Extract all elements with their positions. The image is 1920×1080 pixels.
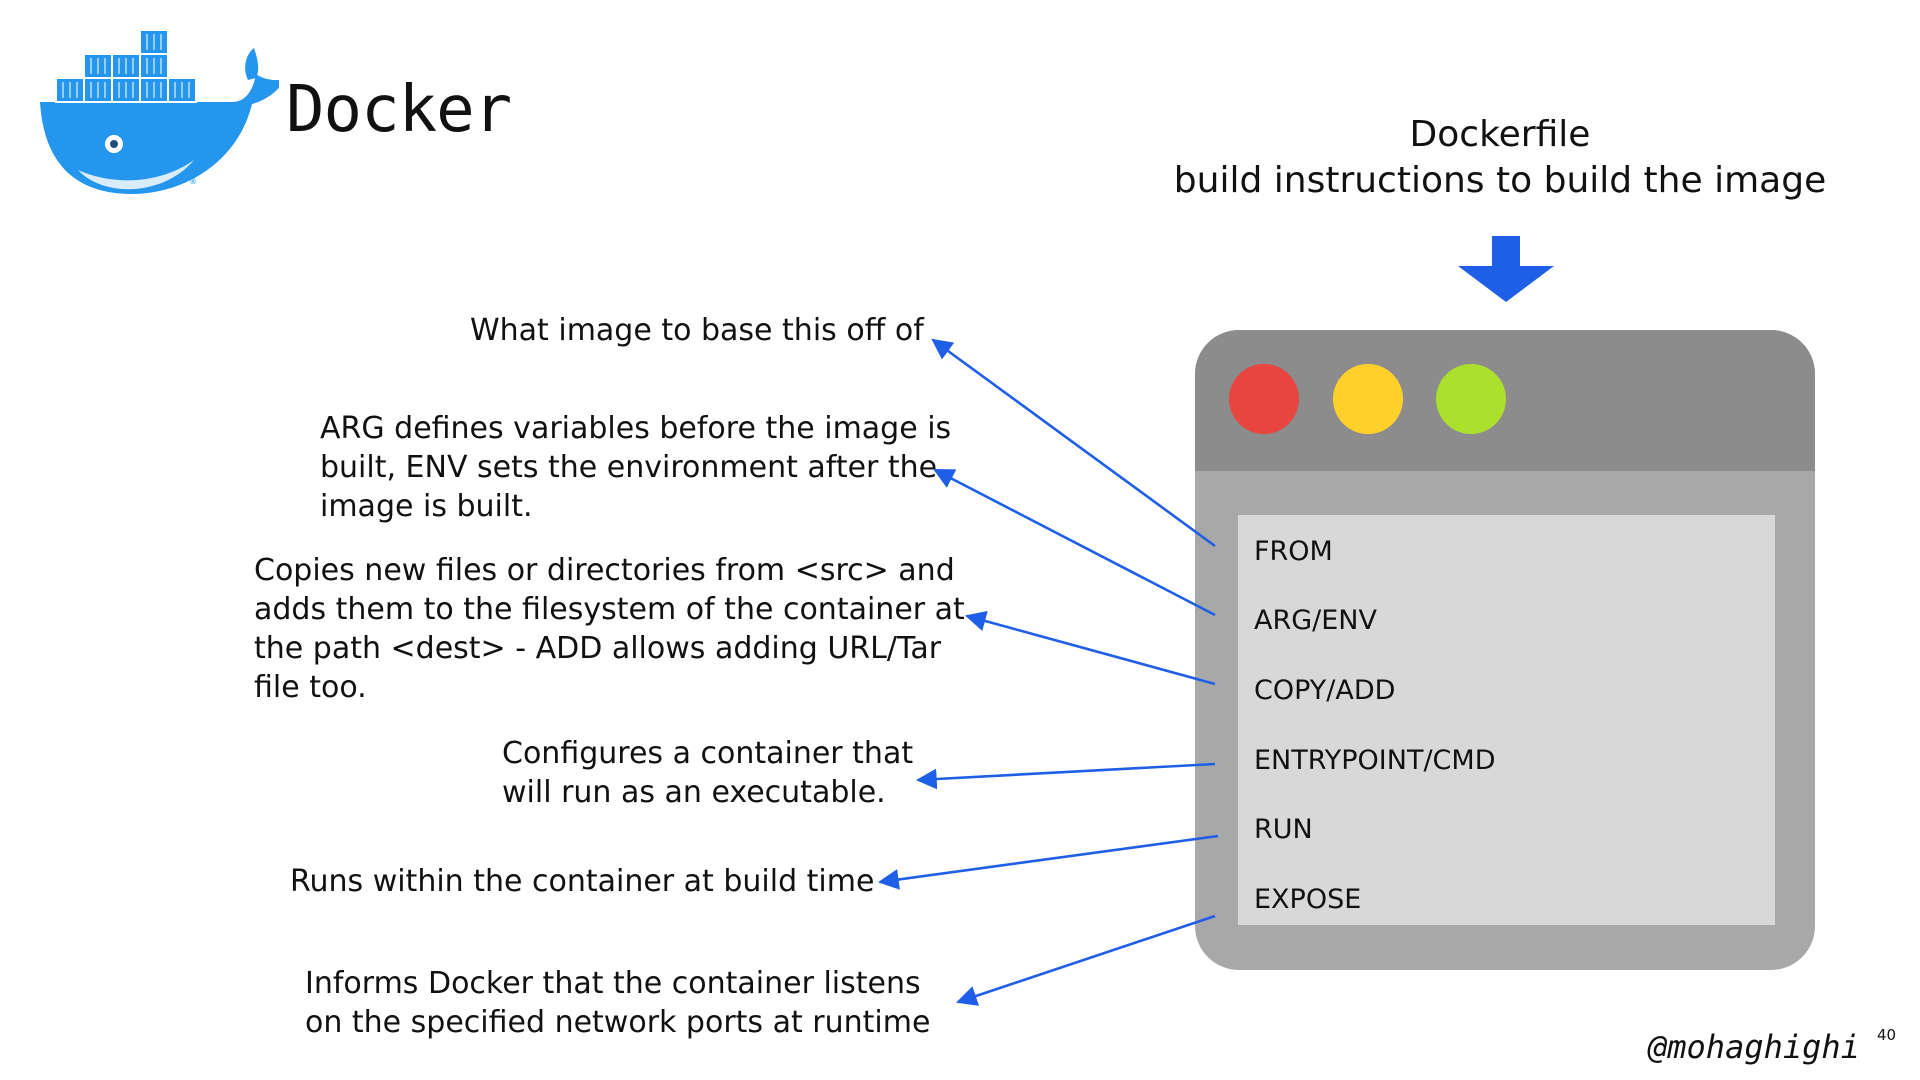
instruction-from: FROM [1254, 536, 1333, 567]
close-dot-icon [1229, 364, 1299, 434]
note-run: Runs within the container at build time [290, 862, 874, 901]
arrow-arg-env [933, 468, 1216, 617]
dockerfile-title: Dockerfile [1409, 114, 1591, 155]
instruction-entrypoint-cmd: ENTRYPOINT/CMD [1254, 745, 1496, 776]
instruction-copy-add: COPY/ADD [1254, 675, 1396, 706]
dockerfile-content: FROM ARG/ENV COPY/ADD ENTRYPOINT/CMD RUN… [1238, 515, 1775, 925]
instruction-arg-env: ARG/ENV [1254, 605, 1377, 636]
docker-whale-icon: ® [40, 29, 279, 194]
note-line: Configures a container that [502, 736, 914, 771]
note-line: What image to base this off of [470, 313, 924, 348]
note-line: file too. [254, 670, 367, 705]
arrow-run [877, 834, 1219, 890]
note-copy-add: Copies new files or directories from <sr… [254, 551, 965, 707]
arrow-down-icon [1458, 236, 1554, 302]
note-line: built, ENV sets the environment after th… [320, 450, 938, 485]
author-handle: @mohaghighi [1648, 1028, 1860, 1066]
page-number: 40 [1877, 1026, 1897, 1044]
note-line: image is built. [320, 489, 533, 524]
dockerfile-heading: Dockerfile build instructions to build t… [1170, 112, 1830, 204]
note-line: the path <dest> - ADD allows adding URL/… [254, 631, 942, 666]
note-arg-env: ARG defines variables before the image i… [320, 409, 951, 526]
dockerfile-subtitle: build instructions to build the image [1173, 160, 1827, 201]
note-line: Copies new files or directories from <sr… [254, 553, 955, 588]
note-line: Runs within the container at build time [290, 864, 875, 899]
instruction-run: RUN [1254, 814, 1313, 845]
note-line: ARG defines variables before the image i… [320, 411, 952, 446]
note-line: on the specified network ports at runtim… [305, 1005, 931, 1040]
svg-text:®: ® [189, 177, 197, 186]
note-from: What image to base this off of [470, 311, 924, 350]
arrow-expose [956, 914, 1216, 1006]
instruction-expose: EXPOSE [1254, 884, 1362, 915]
window-titlebar [1195, 330, 1815, 471]
note-expose: Informs Docker that the container listen… [305, 964, 930, 1042]
arrow-entrypoint-cmd [915, 762, 1216, 790]
note-line: Informs Docker that the container listen… [305, 966, 921, 1001]
arrow-copy-add [964, 610, 1216, 686]
arrow-from [931, 338, 1216, 548]
minimize-dot-icon [1333, 364, 1403, 434]
dockerfile-window: FROM ARG/ENV COPY/ADD ENTRYPOINT/CMD RUN… [1195, 330, 1815, 970]
note-line: will run as an executable. [502, 775, 886, 810]
note-line: adds them to the filesystem of the conta… [254, 592, 965, 627]
docker-wordmark: Docker [286, 73, 512, 147]
maximize-dot-icon [1436, 364, 1506, 434]
note-entrypoint-cmd: Configures a container that will run as … [502, 734, 913, 812]
